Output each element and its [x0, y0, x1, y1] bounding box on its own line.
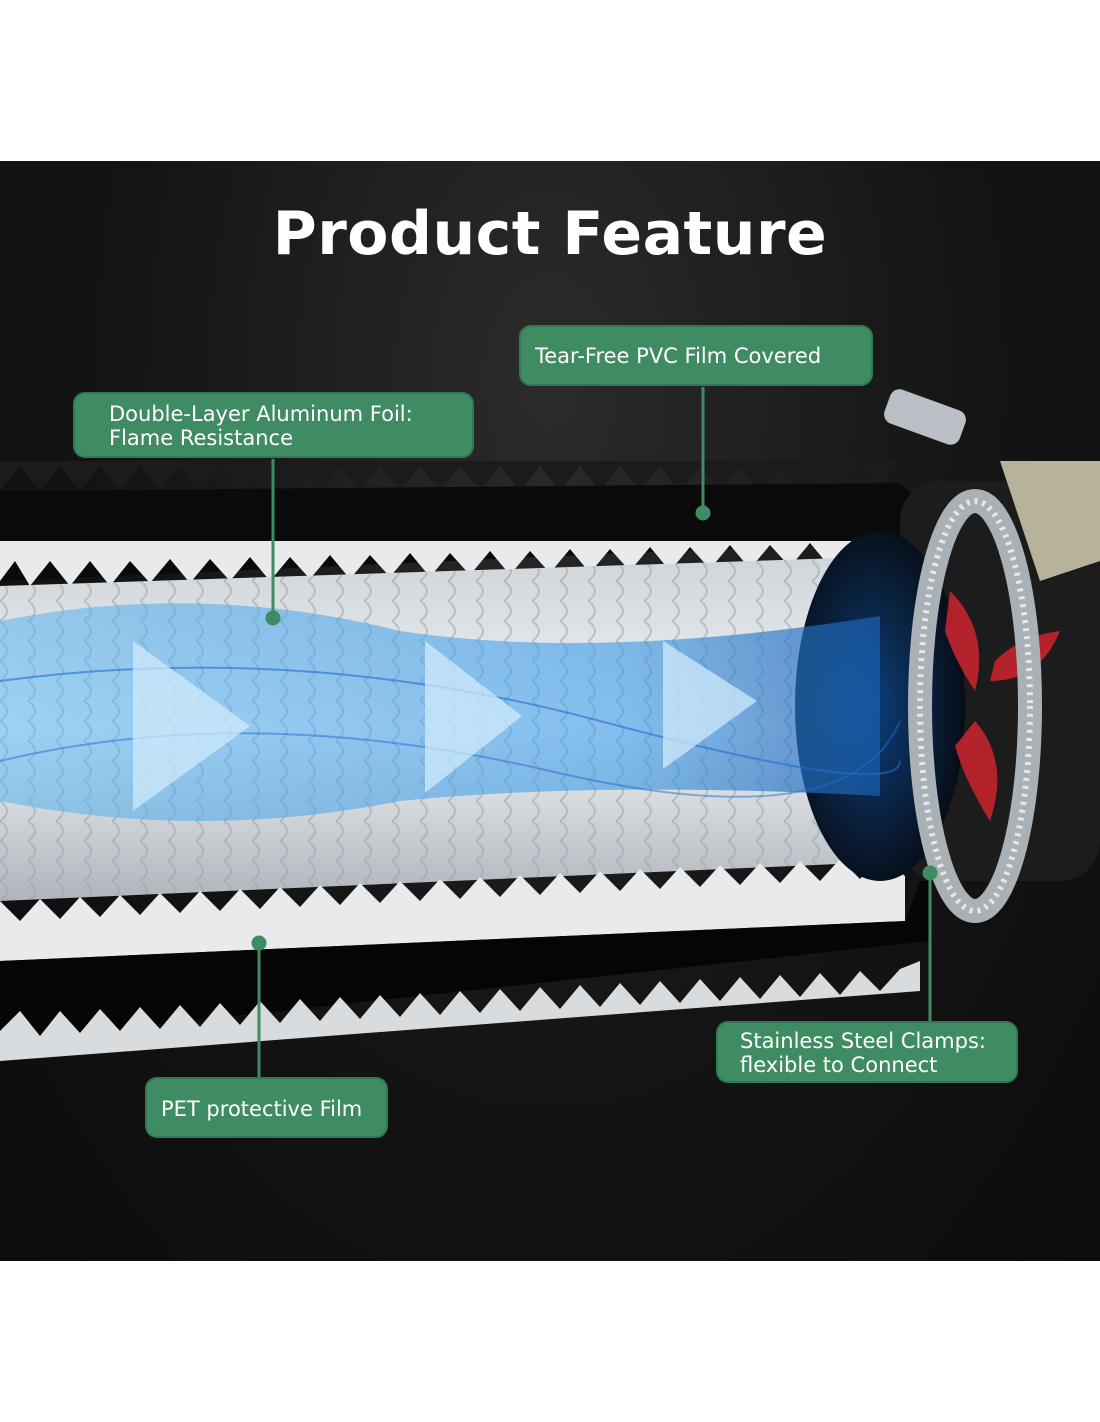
label-pet-film-text: PET protective Film: [161, 1097, 363, 1121]
pvc-film-top-teeth: [0, 541, 910, 586]
label-steel-clamps-line2: flexible to Connect: [740, 1053, 938, 1077]
label-aluminum-foil-line2: Flame Resistance: [109, 426, 293, 450]
label-aluminum-foil-line1: Double-Layer Aluminum Foil:: [109, 402, 413, 426]
clamp-screw: [884, 389, 966, 445]
duct-illustration: [0, 387, 1100, 1077]
label-pvc-film: Tear-Free PVC Film Covered: [519, 325, 873, 386]
page-title: Product Feature: [272, 199, 828, 269]
pvc-film-bottom-teeth: [0, 857, 905, 961]
flow-arrow-2: [425, 641, 522, 793]
label-aluminum-foil: Double-Layer Aluminum Foil: Flame Resist…: [73, 392, 474, 458]
label-steel-clamps-line1: Stainless Steel Clamps:: [740, 1029, 986, 1053]
label-steel-clamps: Stainless Steel Clamps: flexible to Conn…: [716, 1021, 1018, 1083]
feature-panel: Product Feature Tear-Free PVC Film Cover…: [0, 161, 1100, 1261]
pvc-film-top: [0, 461, 900, 491]
flow-arrow-1: [133, 641, 250, 811]
inline-fan-box: [1000, 461, 1100, 581]
label-pet-film: PET protective Film: [145, 1077, 388, 1138]
flow-arrow-3: [663, 641, 757, 769]
label-pvc-film-text: Tear-Free PVC Film Covered: [535, 344, 822, 368]
pvc-film-bottom-band: [0, 881, 930, 1041]
